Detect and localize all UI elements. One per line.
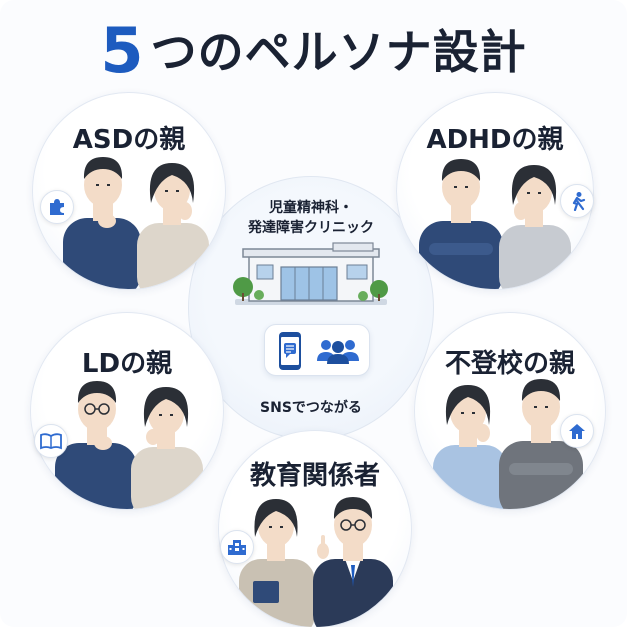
smartphone-chat-icon	[279, 332, 301, 370]
persona-asd: ASDの親	[32, 92, 226, 290]
clinic-building-icon	[233, 242, 388, 305]
house-icon	[560, 414, 594, 448]
running-person-icon	[560, 184, 594, 218]
title-text: つのペルソナ設計	[150, 25, 527, 79]
ld-parents-illustration	[55, 381, 203, 509]
school-building-icon	[220, 530, 254, 564]
persona-futoko: 不登校の親	[414, 312, 606, 510]
title-number: 5	[100, 14, 145, 87]
persona-futoko-label: 不登校の親	[444, 349, 575, 379]
clinic-label-line1: 児童精神科・	[269, 200, 353, 216]
clinic-label-line2: 発達障害クリニック	[248, 220, 374, 236]
persona-ld: LDの親	[30, 312, 224, 510]
puzzle-icon	[40, 190, 74, 224]
persona-educators: 教育関係者	[218, 430, 412, 627]
futoko-parents-illustration	[433, 379, 583, 509]
book-icon	[34, 424, 68, 458]
educators-illustration	[239, 497, 393, 627]
persona-educators-label: 教育関係者	[249, 461, 380, 491]
persona-asd-label: ASDの親	[72, 125, 186, 155]
persona-ld-label: LDの親	[81, 349, 173, 379]
persona-adhd-label: ADHDの親	[426, 125, 564, 155]
sns-label: SNSでつながる	[260, 400, 362, 416]
sns-box	[264, 324, 370, 376]
people-group-icon	[317, 340, 359, 364]
adhd-parents-illustration	[419, 159, 571, 289]
persona-adhd: ADHDの親	[396, 92, 594, 290]
asd-parents-illustration	[63, 157, 209, 289]
